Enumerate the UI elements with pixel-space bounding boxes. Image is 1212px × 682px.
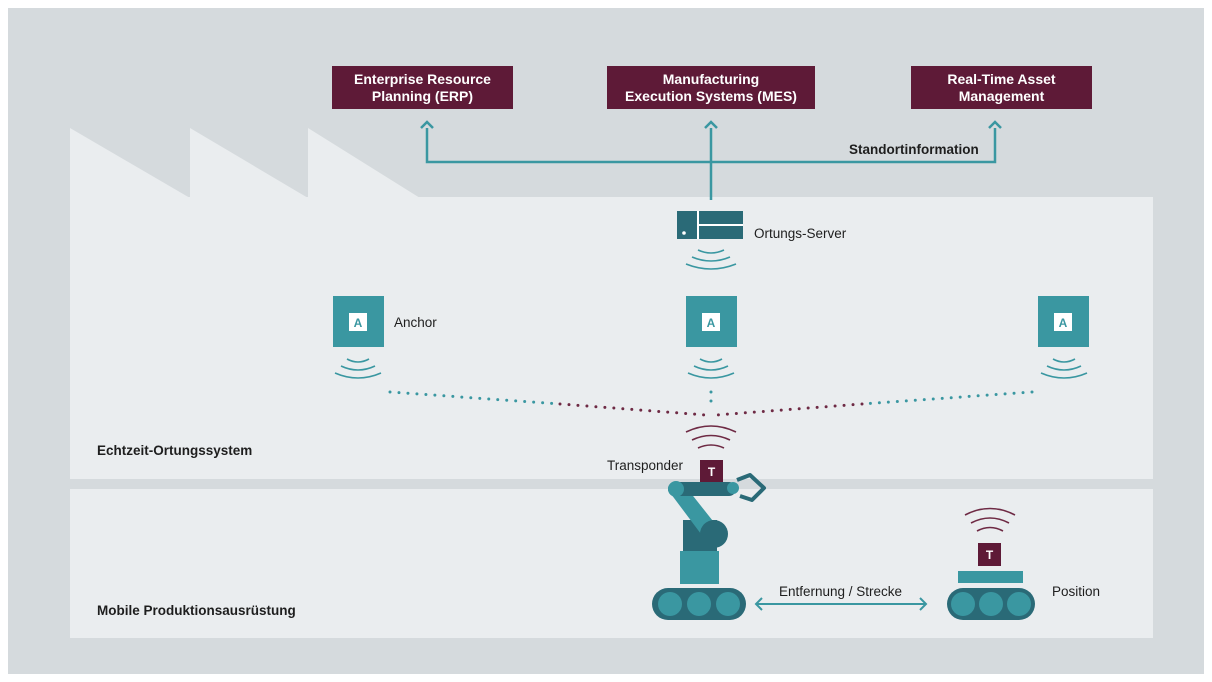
mobile-equipment-label: Mobile Produktionsausrüstung xyxy=(97,603,296,618)
anchor-icon-center xyxy=(686,296,737,347)
ranging-dotted-lines xyxy=(388,390,1034,417)
erp-line1: Enterprise Resource xyxy=(354,70,491,87)
transponder-label: Transponder xyxy=(607,458,684,473)
robot-tag-letter: T xyxy=(708,465,716,479)
anchor-label: Anchor xyxy=(394,315,437,330)
anchor-signal-icons xyxy=(334,358,1088,379)
mes-line1: Manufacturing xyxy=(662,70,760,87)
mes-line2: Execution Systems (MES) xyxy=(625,87,797,104)
server-icon xyxy=(677,211,743,239)
anchor-letter-left: A xyxy=(354,316,363,330)
erp-line2: Planning (ERP) xyxy=(371,87,474,104)
position-label: Position xyxy=(1052,584,1101,599)
server-label: Ortungs-Server xyxy=(754,226,847,241)
location-info-label: Standortinformation xyxy=(849,142,979,157)
anchor-letter-center: A xyxy=(707,316,716,330)
server-signal-icon xyxy=(685,249,737,270)
anchor-letter-right: A xyxy=(1059,316,1068,330)
crawler-tag-letter: T xyxy=(986,548,994,562)
anchor-icon-right xyxy=(1038,296,1089,347)
transponder-signal-icon xyxy=(685,425,737,449)
anchor-icon-left xyxy=(333,296,384,347)
rtam-line1: Real-Time Asset xyxy=(947,70,1056,87)
mobile-crawler-icon xyxy=(947,571,1035,620)
rtls-panel xyxy=(70,197,1153,479)
factory-roof-2 xyxy=(190,128,308,198)
rtls-label: Echtzeit-Ortungssystem xyxy=(97,443,253,458)
factory-roof-1 xyxy=(70,128,190,198)
robot-arm-icon xyxy=(652,473,766,620)
crawler-tag xyxy=(978,543,1001,566)
robot-tag xyxy=(700,460,723,483)
connector-lines xyxy=(420,120,1002,200)
distance-label: Entfernung / Strecke xyxy=(779,584,903,599)
rtam-line2: Management xyxy=(958,87,1045,104)
factory-roof-3 xyxy=(308,128,420,198)
distance-arrow xyxy=(754,597,928,611)
crawler-signal-icon xyxy=(964,507,1016,532)
